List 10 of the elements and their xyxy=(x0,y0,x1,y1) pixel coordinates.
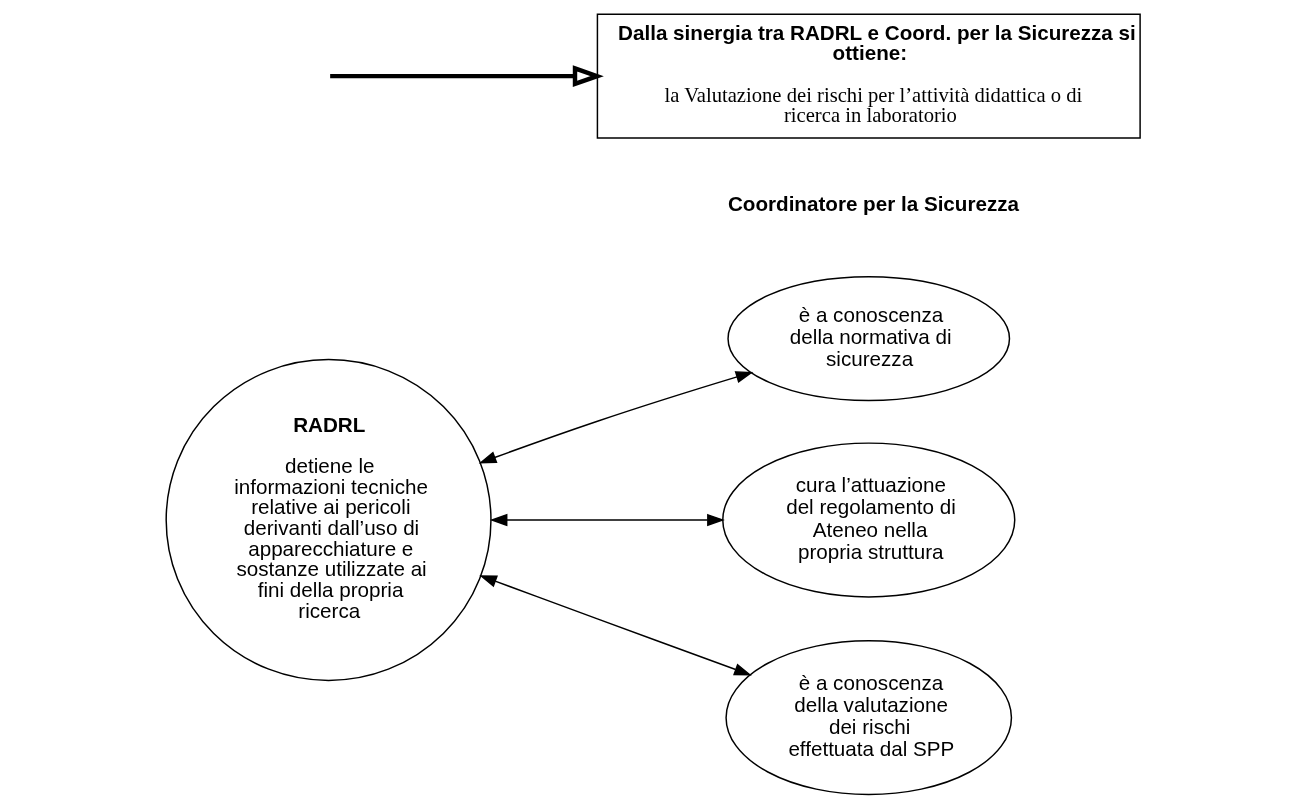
node-ellipse: è a conoscenza della normativa di sicurezza xyxy=(726,276,1010,402)
node-circle: RADRL detiene le informazioni tecniche relative ai pericoli derivanti dall’uso di apparecchiature e sostanze utilizzate ai fini della propria ricerca xyxy=(164,358,492,682)
node-ellipse: cura l’attuazione del regolamento di Ateneo nella propria struttura xyxy=(721,442,1015,598)
node-ellipse: è a conoscenza della valutazione dei rischi effettuata dal SPP xyxy=(724,640,1012,796)
arrow xyxy=(478,371,753,464)
arrow xyxy=(329,65,604,87)
arrow xyxy=(478,575,752,676)
label: Coordinatore per la Sicurezza xyxy=(727,192,1019,216)
node-box: Dalla sinergia tra RADRL e Coord. per la Sicurezza si ottiene: la Valutazione dei rischi per l’attività didattica o di ricerca in laboratorio xyxy=(596,13,1141,139)
arrow xyxy=(489,513,725,527)
